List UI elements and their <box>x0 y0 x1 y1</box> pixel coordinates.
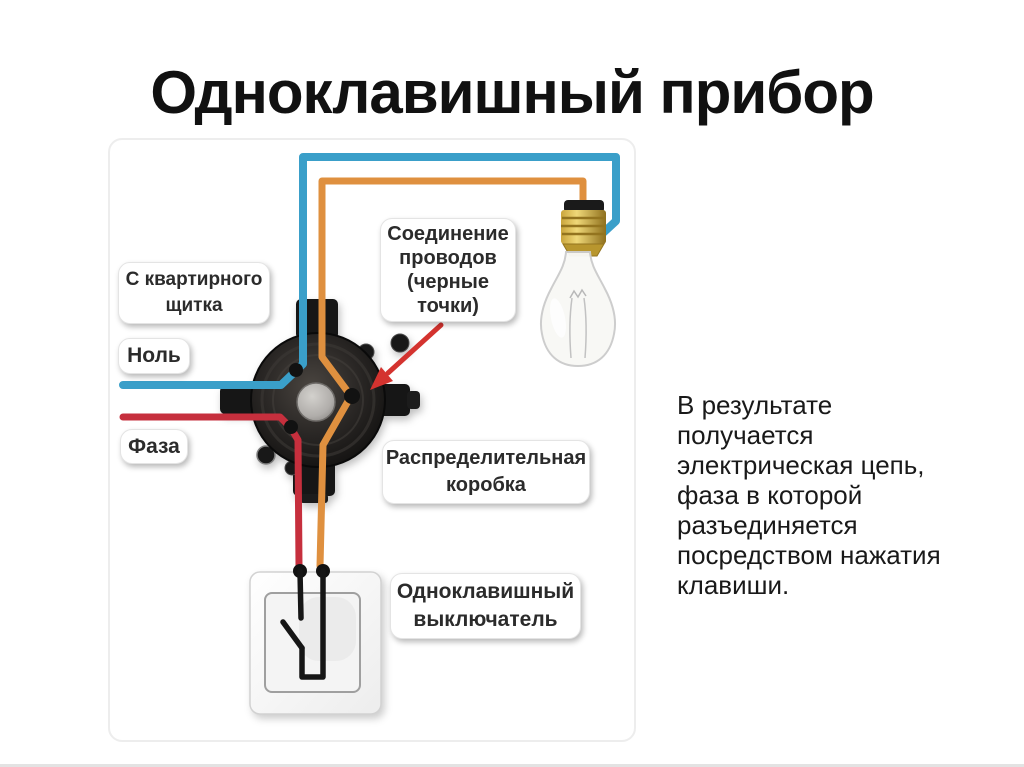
neutral-wire <box>119 153 620 389</box>
wall-switch <box>249 571 382 715</box>
box-screw <box>256 445 276 465</box>
result-description: В результате получается электрическая це… <box>677 390 957 600</box>
connection-dot-neutral <box>289 363 303 377</box>
page-bottom-edge <box>0 764 1024 767</box>
description-line: электрическая цепь, <box>677 450 925 480</box>
description-line: фаза в которой <box>677 480 863 510</box>
bulb-glass <box>540 251 616 368</box>
description-line: посредством нажатия <box>677 540 941 570</box>
label-phase: Фаза <box>120 429 188 464</box>
junction-box <box>220 299 420 503</box>
junction-box-center <box>296 382 336 422</box>
switch-rocker <box>299 597 356 661</box>
cable-lug-left <box>220 386 256 414</box>
switched-phase-wire <box>316 177 587 570</box>
switch-symbol <box>280 568 326 680</box>
description-line: получается <box>677 420 814 450</box>
box-screw <box>390 333 410 353</box>
label-junction-box: Распределительная коробка <box>382 440 590 504</box>
pointer-arrow-icon <box>370 322 444 390</box>
connection-dot-switched <box>344 388 360 404</box>
description-line: клавиши. <box>677 570 790 600</box>
description-line: разъединяется <box>677 510 858 540</box>
light-bulb <box>540 200 616 368</box>
connection-dot-phase <box>284 420 298 434</box>
label-panel-source: С квартирного щитка <box>118 262 270 324</box>
description-line: В результате <box>677 390 833 420</box>
bulb-contact <box>564 200 604 213</box>
label-neutral: Ноль <box>118 338 190 374</box>
label-switch: Одноклавишный выключатель <box>390 573 581 639</box>
switch-blade <box>280 619 305 651</box>
diagram-panel <box>108 138 636 742</box>
bulb-filament <box>569 288 587 299</box>
cable-lug-right <box>379 384 410 416</box>
page-title: Одноклавишный прибор <box>150 59 874 126</box>
label-wire-connection: Соединение проводов (черные точки) <box>380 218 516 322</box>
